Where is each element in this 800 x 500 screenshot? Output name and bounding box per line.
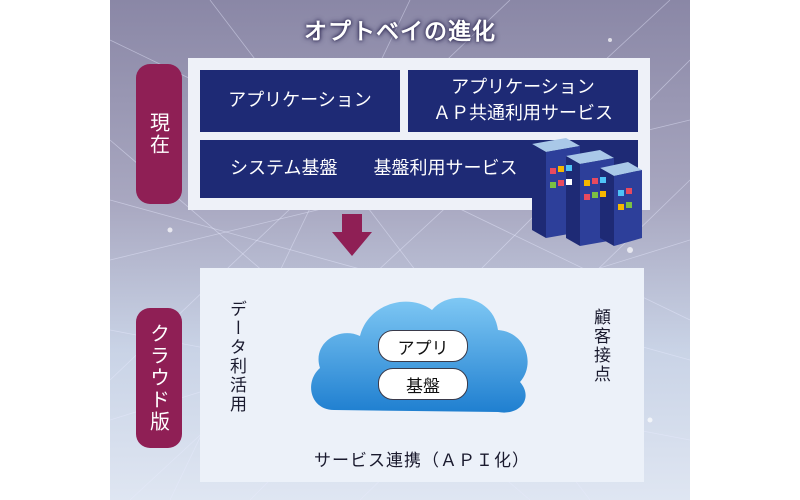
customer-touchpoint-label: 顧客接点 <box>590 308 610 384</box>
base-pill: 基盤 <box>378 368 468 400</box>
current-side-label: 現在 <box>136 64 182 204</box>
data-utilization-label: データ利活用 <box>226 300 246 414</box>
system-base-label: システム基盤 <box>230 158 338 179</box>
application-ap-line2: ＡＰ共通利用サービス <box>433 103 613 124</box>
server-rack-icon <box>532 138 642 246</box>
down-arrow-icon <box>332 214 372 256</box>
diagram-stage: オプトベイの進化 現在 クラウド版 アプリケーション アプリケーション ＡＰ共通… <box>110 0 690 500</box>
base-service-label: 基盤利用サービス <box>373 158 518 179</box>
cloud-side-label: クラウド版 <box>136 308 182 448</box>
application-box: アプリケーション <box>200 70 400 132</box>
app-pill: アプリ <box>378 330 468 362</box>
diagram-title: オプトベイの進化 <box>304 19 496 45</box>
service-integration-label: サービス連携（ＡＰＩ化） <box>314 451 530 471</box>
application-ap-line1: アプリケーション <box>451 77 595 98</box>
application-ap-box: アプリケーション ＡＰ共通利用サービス <box>408 70 638 132</box>
